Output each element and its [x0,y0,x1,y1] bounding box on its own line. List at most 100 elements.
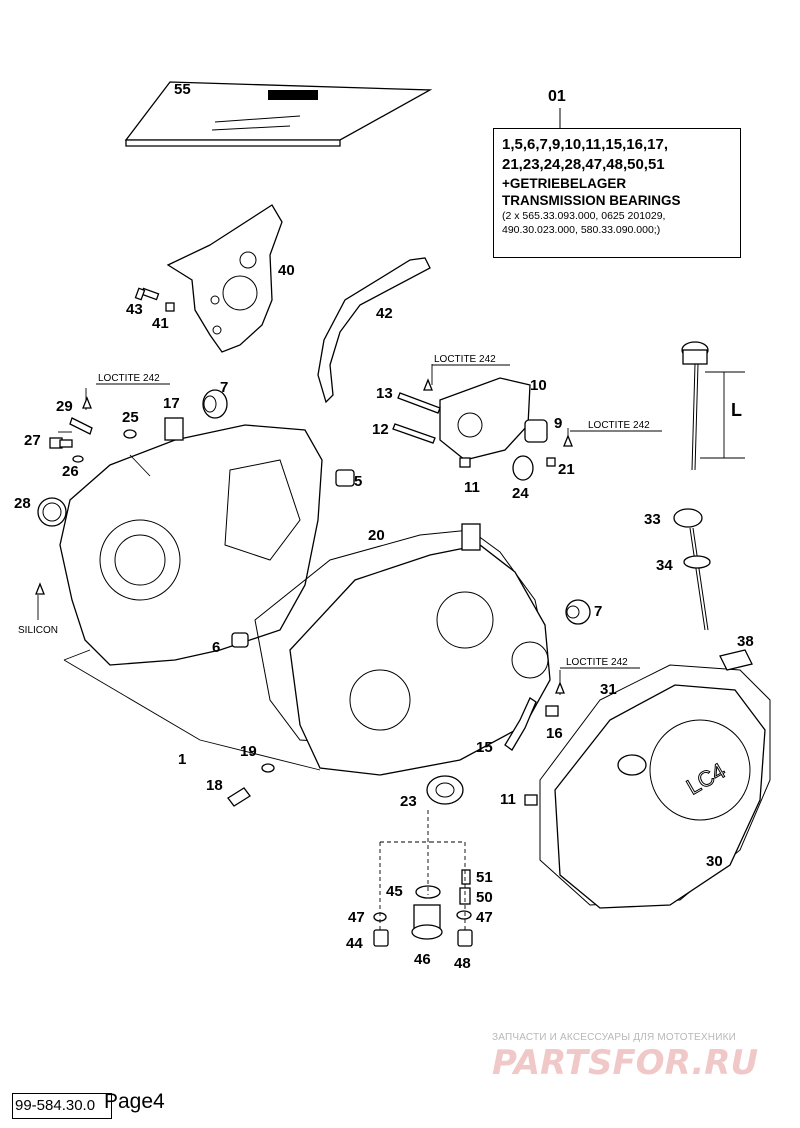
callout-44: 44 [346,935,363,952]
screw-part-16 [545,705,559,717]
loctite-note-right: LOCTITE 242 [588,420,650,431]
seal-part-24 [512,455,534,481]
seal-ring-part [37,497,67,527]
plug-part-27 [49,437,73,449]
callout-27: 27 [24,432,41,449]
callout-51: 51 [476,869,493,886]
bearing-part-23 [426,775,464,805]
oil-filter-screen-part [411,904,443,940]
callout-29: 29 [56,398,73,415]
set-number-label: 01 [548,88,566,105]
loctite-note-mid: LOCTITE 242 [434,354,496,365]
screw-part-29 [69,417,93,435]
callout-28: 28 [14,495,31,512]
screw-part-21 [546,457,556,467]
callout-10: 10 [530,377,547,394]
loctite-note-left: LOCTITE 242 [98,373,160,384]
silicon-drop [35,582,45,595]
callout-1: 1 [178,751,186,768]
bolt-part-43 [134,287,160,301]
kit-bearings-de: +GETRIEBELAGER [502,176,627,191]
seal-part-45 [415,885,441,899]
loctite-drop-left [82,396,92,409]
callout-41: 41 [152,315,169,332]
pin-part-51 [461,869,471,885]
callout-46: 46 [414,951,431,968]
chain-guide-part [317,257,431,404]
callout-31: 31 [600,681,617,698]
callout-12: 12 [372,421,389,438]
washer-part-19 [261,763,275,773]
callout-24: 24 [512,485,529,502]
callout-19: 19 [240,743,257,760]
callout-15: 15 [476,739,493,756]
tensioner-housing-part [439,377,531,461]
callout-6: 6 [212,639,220,656]
footer-page-label: Page4 [104,1090,165,1113]
screw-part-18 [227,787,251,807]
dowel-part-11a [459,457,471,468]
filler-plug-part [673,508,709,631]
dimension-l-label: L [731,400,742,420]
sleeve-part-6 [231,632,249,648]
callout-7b: 7 [594,603,602,620]
dipstick-part [681,341,745,471]
callout-47b: 47 [476,909,493,926]
owner-manual-part [124,81,433,147]
watermark-brand: PARTSFOR.RU [492,1043,759,1083]
loctite-note-lower: LOCTITE 242 [566,657,628,668]
right-crankcase-part [289,523,551,776]
watermark-tagline: ЗАПЧАСТИ И АКСЕССУАРЫ ДЛЯ МОТОТЕХНИКИ [492,1032,737,1043]
loctite-drop-mid [423,378,433,391]
callout-48: 48 [454,955,471,972]
kit-parts-line-2: 21,23,24,28,47,48,50,51 [502,156,665,173]
kit-parts-line-1: 1,5,6,7,9,10,11,15,16,17, [502,136,668,153]
holder-part-15 [504,697,537,751]
loctite-drop-right [563,434,573,447]
kit-bearings-en: TRANSMISSION BEARINGS [502,193,681,208]
callout-25: 25 [122,409,139,426]
callout-16: 16 [546,725,563,742]
callout-18: 18 [206,777,223,794]
silicon-note: SILICON [18,625,58,636]
bearing-part-9 [524,419,548,443]
callout-11b: 11 [500,791,516,808]
bolt-part-12 [392,423,436,444]
callout-11a: 11 [464,479,480,496]
washer-part-47b [456,910,472,920]
callout-5: 5 [354,473,362,490]
kit-contents-box: 1,5,6,7,9,10,11,15,16,17, 21,23,24,28,47… [493,128,741,258]
callout-40: 40 [278,262,295,279]
kit-bearing-numbers-2: 490.30.023.000, 580.33.090.000;) [502,224,661,236]
callout-45: 45 [386,883,403,900]
callout-17: 17 [163,395,180,412]
callout-38: 38 [737,633,754,650]
callout-23: 23 [400,793,417,810]
loctite-drop-lower [555,681,565,694]
o-ring-part-34 [683,555,711,569]
dowel-part-11b [524,794,538,806]
nut-part-41 [165,302,175,312]
bolt-part-13 [397,392,441,414]
callout-47a: 47 [348,909,365,926]
callout-33: 33 [644,511,661,528]
cap-part-38 [719,649,753,671]
callout-13: 13 [376,385,393,402]
left-crankcase-part [59,417,323,666]
callout-30: 30 [706,853,723,870]
callout-26: 26 [62,463,79,480]
footer-part-number: 99-584.30.0 [12,1093,112,1119]
clutch-cover-gasket-part [539,664,771,906]
watermark: ЗАПЧАСТИ И АКСЕССУАРЫ ДЛЯ МОТОТЕХНИКИ PA… [492,1032,792,1083]
callout-42: 42 [376,305,393,322]
bushing-part-7a [202,389,228,419]
kit-bearing-numbers-1: (2 x 565.33.093.000, 0625 201029, [502,210,666,222]
washer-part-26 [72,455,84,463]
seal-ring-inner [42,502,62,522]
plug-part-44 [373,929,389,947]
plug-part-48 [457,929,473,947]
washer-part-25 [123,429,137,439]
callout-9: 9 [554,415,562,432]
callout-43: 43 [126,301,143,318]
sleeve-part-5 [335,469,355,487]
